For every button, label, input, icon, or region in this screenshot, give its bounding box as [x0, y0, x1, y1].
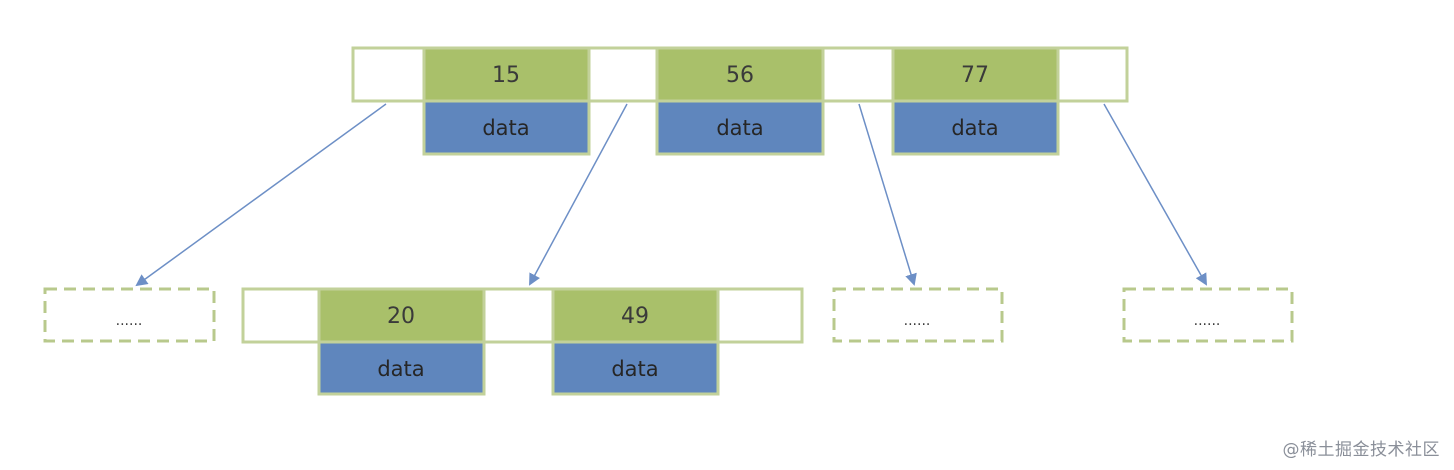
left-placeholder-node: ......	[43, 287, 216, 343]
root-key-cell-77	[891, 46, 1060, 103]
child-data-label-49: data	[611, 357, 658, 381]
root-node: 15 data 56 data 77 data	[351, 46, 1129, 156]
child-node: 20 data 49 data	[241, 287, 804, 396]
left-placeholder-ellipsis: ......	[116, 313, 143, 329]
middle-placeholder-frame	[832, 287, 1004, 343]
root-data-cell-56	[655, 99, 825, 156]
right-placeholder-node: ......	[1122, 287, 1294, 343]
arrow-to-left-placeholder	[135, 103, 387, 287]
arrow-to-child-node	[529, 103, 628, 286]
root-data-cell-77	[891, 99, 1060, 156]
arrow-to-middle-placeholder	[858, 103, 917, 286]
right-placeholder-ellipsis: ......	[1194, 313, 1221, 329]
child-data-cell-20	[317, 340, 486, 396]
root-key-15: 15	[492, 63, 520, 88]
child-key-20: 20	[387, 304, 415, 329]
middle-placeholder-ellipsis: ......	[904, 313, 931, 329]
root-key-cell-56	[655, 46, 825, 103]
root-data-label-56: data	[716, 116, 763, 140]
root-data-label-15: data	[482, 116, 529, 140]
child-data-cell-49	[551, 340, 720, 396]
pointer-arrows	[135, 103, 1207, 287]
root-key-77: 77	[961, 63, 989, 88]
left-placeholder-frame	[43, 287, 216, 343]
arrow-to-right-placeholder	[1103, 103, 1207, 286]
right-placeholder-frame	[1122, 287, 1294, 343]
middle-placeholder-node: ......	[832, 287, 1004, 343]
root-key-56: 56	[726, 63, 754, 88]
child-key-49: 49	[621, 304, 649, 329]
root-data-label-77: data	[951, 116, 998, 140]
root-data-cell-15	[422, 99, 591, 156]
watermark: @稀土掘金技术社区	[1282, 440, 1440, 460]
child-data-label-20: data	[377, 357, 424, 381]
